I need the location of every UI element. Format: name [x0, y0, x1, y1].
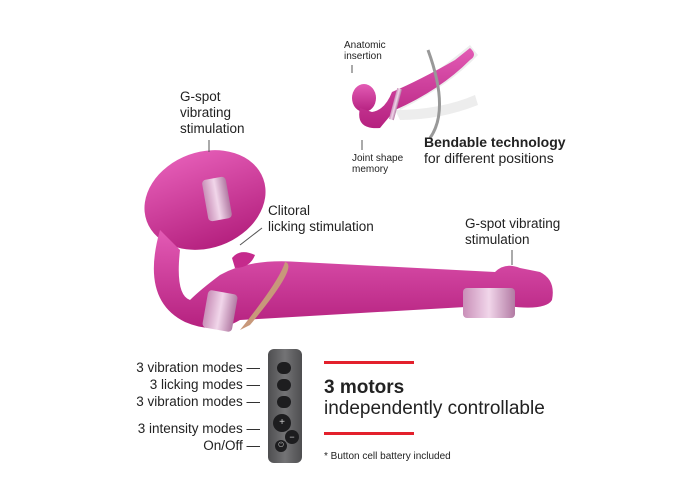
mode-button-2[interactable]	[277, 379, 291, 391]
remote-label-onoff: On/Off —	[203, 438, 260, 453]
callout-line: vibrating	[180, 105, 232, 120]
small-product	[352, 48, 474, 139]
callout-gspot-right: G-spot vibrating stimulation	[465, 216, 560, 248]
remote-label-vibration-1: 3 vibration modes —	[136, 360, 260, 375]
callout-line: G-spot	[180, 89, 221, 104]
remote-label-vibration-2: 3 vibration modes —	[136, 394, 260, 409]
mode-button-1[interactable]	[277, 362, 291, 374]
motors-subtitle: independently controllable	[324, 398, 545, 419]
remote-label-intensity: 3 intensity modes —	[137, 421, 260, 436]
callout-anatomic-insertion: Anatomic insertion	[344, 40, 394, 62]
callout-line: stimulation	[465, 232, 530, 247]
divider-top	[324, 361, 414, 364]
callout-line: stimulation	[180, 121, 245, 136]
callout-gspot-left: G-spot vibrating stimulation	[180, 89, 245, 137]
callout-line: licking stimulation	[268, 219, 374, 234]
callout-joint-shape-memory: Joint shape memory	[352, 153, 407, 175]
power-button[interactable]: ⏻	[275, 440, 287, 452]
minus-button[interactable]: −	[285, 430, 299, 444]
power-icon: ⏻	[278, 442, 284, 449]
plus-button[interactable]: +	[273, 414, 291, 432]
callout-line: Clitoral	[268, 203, 311, 218]
remote-control: + − ⏻	[268, 349, 302, 463]
bendable-subtitle: for different positions	[424, 150, 554, 166]
bendable-title: Bendable technology	[424, 134, 566, 150]
callout-line: G-spot vibrating	[465, 216, 561, 231]
main-product	[144, 150, 553, 332]
mode-button-3[interactable]	[277, 396, 291, 408]
motors-title: 3 motors	[324, 377, 405, 398]
remote-label-licking: 3 licking modes —	[149, 377, 260, 392]
callout-text: Anatomic insertion	[344, 40, 386, 62]
callout-text: Joint shape memory	[352, 153, 404, 175]
callout-clitoral: Clitoral licking stimulation	[268, 203, 374, 235]
divider-bottom	[324, 432, 414, 435]
battery-note: * Button cell battery included	[324, 451, 451, 462]
